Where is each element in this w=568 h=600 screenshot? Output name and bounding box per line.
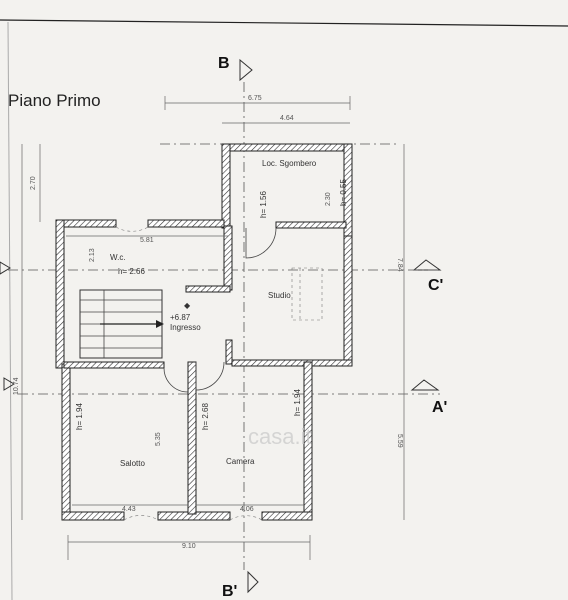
dim-top-inner: 4.64 [280,115,294,122]
room-bedroom-height-2: h= 1.94 [293,389,302,416]
room-wc-label: W.c. [110,253,126,262]
dim-left-top: 2.70 [30,176,37,190]
room-studio-label: Studio [268,291,291,300]
dim-salotto-width: 4.43 [122,506,136,513]
level-marker-icon: ◆ [184,301,191,310]
studio-desk [291,267,323,321]
dim-bottom-total: 9.10 [182,543,196,550]
watermark: casa.it [248,424,312,449]
section-b-label: B [218,55,230,72]
section-c-prime-arrow [412,259,442,271]
section-c-prime-label: C' [428,277,443,294]
room-entrance-level: +6.87 [170,313,191,322]
room-storage-height: h= 1.56 [259,191,268,218]
dim-left-total: 10.74 [13,377,20,395]
room-entrance-label: Ingresso [170,323,201,332]
dim-loc-depth: 2.30 [325,192,332,206]
walls [55,143,353,521]
sheet-border-left [7,21,13,600]
dim-top-total: 6.75 [248,95,262,102]
room-bedroom-height: h= 2.68 [201,403,210,430]
section-b-prime-arrow [247,570,259,594]
staircase [79,289,164,359]
room-storage-label: Loc. Sgombero [262,159,317,168]
dim-wc-width: 5.81 [140,237,154,244]
dim-right-lower: 5.59 [396,434,403,448]
room-bedroom-label: Camera [226,457,255,466]
dim-wc-depth: 2.13 [89,248,96,262]
section-b-prime-label: B' [222,583,237,600]
section-a-left-arrow [3,377,15,391]
room-wc-height: h= 2.66 [118,267,145,276]
plan-title: Piano Primo [8,91,101,110]
section-a-prime-label: A' [432,399,447,416]
sheet-border-top [0,19,568,27]
doors [115,226,277,521]
section-c-left-arrow [0,261,11,275]
section-a-prime-arrow [410,379,440,391]
section-b-arrow [239,58,253,82]
dim-right-upper: 7.84 [396,258,403,272]
room-storage-height-2: h= 0.55 [339,179,348,206]
dim-salotto-depth: 5.35 [155,432,162,446]
room-living-label: Salotto [120,459,145,468]
dim-camera-width: 4.06 [240,506,254,513]
room-living-height: h= 1.94 [75,403,84,430]
